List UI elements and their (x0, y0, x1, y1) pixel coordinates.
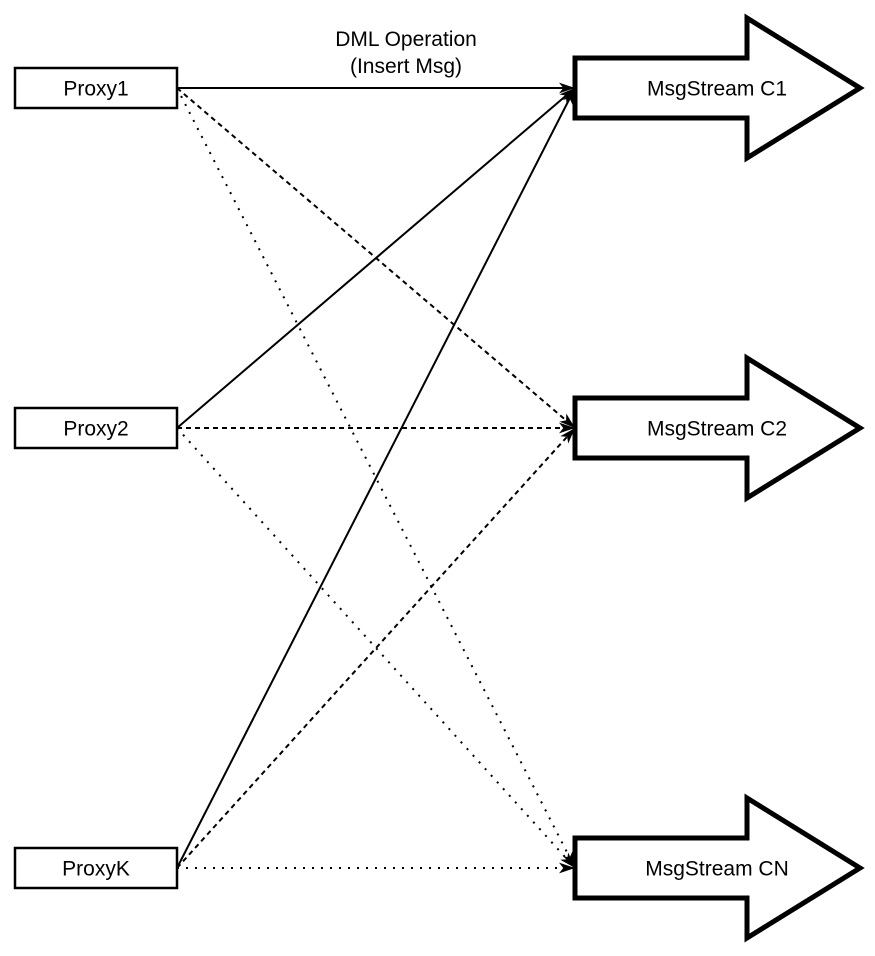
proxy1-box (13, 66, 179, 110)
proxy1-label: Proxy1 (63, 78, 128, 101)
msgstream-c1-arrow-shape (572, 13, 865, 163)
msgstream-cn-label: MsgStream CN (645, 858, 789, 881)
proxy2-label: Proxy2 (63, 418, 128, 441)
edge-proxy1-c2 (176, 87, 576, 429)
msgstream-c2-arrow-shape (572, 353, 865, 503)
stream-node-cn: MsgStream CN (572, 793, 865, 943)
edge-proxy1-cn (176, 87, 576, 869)
proxyk-label: ProxyK (62, 858, 130, 881)
edge-lines (176, 82, 576, 874)
stream-nodes: MsgStream C1 MsgStream C2 MsgStream CN (572, 13, 865, 943)
msgstream-c2-label: MsgStream C2 (647, 418, 787, 441)
proxy-node-k: ProxyK (13, 846, 179, 890)
msgstream-c1-label: MsgStream C1 (647, 78, 787, 101)
stream-node-c1: MsgStream C1 (572, 13, 865, 163)
proxy-node-2: Proxy2 (13, 406, 179, 450)
proxy-nodes: Proxy1 Proxy2 ProxyK (13, 66, 179, 890)
diagram-title: DML Operation (Insert Msg) (335, 28, 477, 78)
title-line1: DML Operation (335, 28, 477, 51)
edge-proxyk-c1 (176, 87, 576, 869)
msgstream-cn-arrow-shape (572, 793, 865, 943)
stream-node-c2: MsgStream C2 (572, 353, 865, 503)
title-line2: (Insert Msg) (350, 55, 462, 78)
proxy-node-1: Proxy1 (13, 66, 179, 110)
